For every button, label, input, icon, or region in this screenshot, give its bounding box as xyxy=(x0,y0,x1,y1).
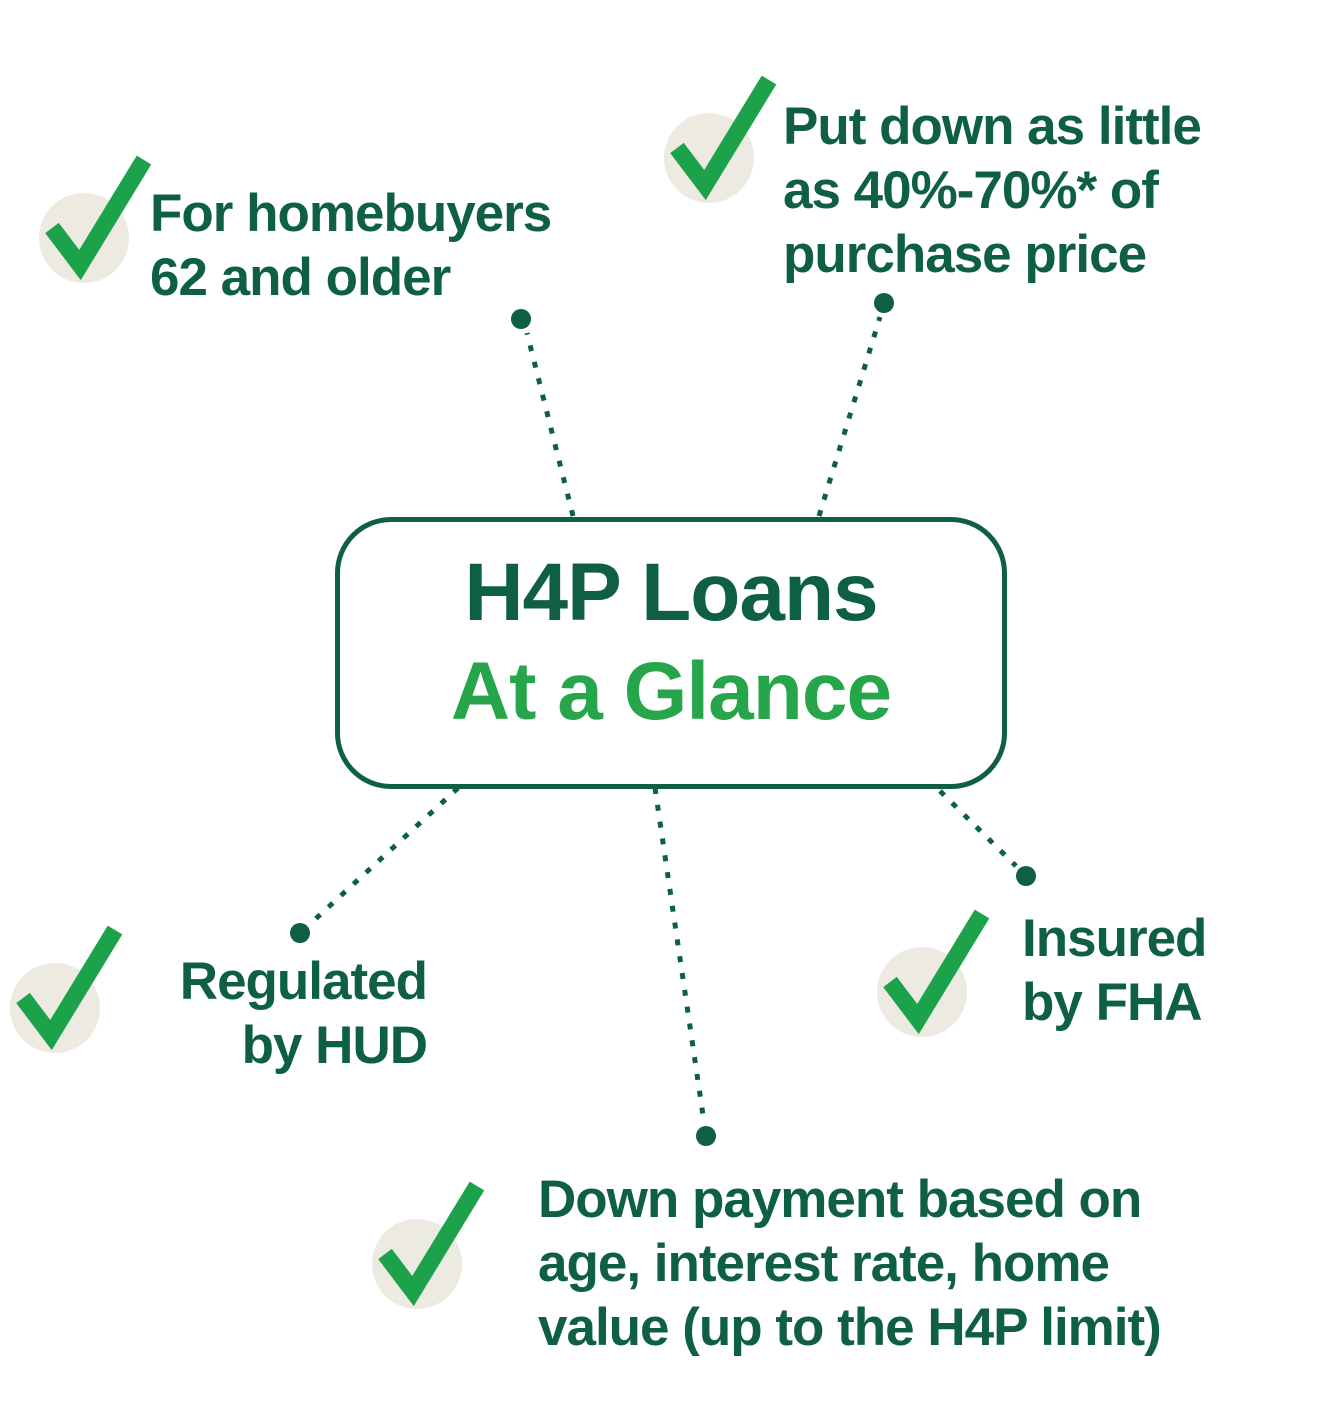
connector-dot-insured xyxy=(1016,866,1036,886)
check-glyph xyxy=(378,1181,485,1307)
connector-line-regulated xyxy=(308,786,460,926)
benefit-line: 62 and older xyxy=(150,248,451,307)
benefit-insured: Insured by FHA xyxy=(1022,907,1207,1035)
checkmark-icon xyxy=(10,925,123,1053)
benefit-homebuyers: For homebuyers 62 and older xyxy=(150,182,552,310)
connector-line-down-payment xyxy=(652,787,707,1123)
benefit-line: Put down as little xyxy=(783,97,1202,156)
benefit-down-payment: Down payment based on age, interest rate… xyxy=(538,1168,1162,1360)
benefit-down-as-little: Put down as little as 40%-70%* of purcha… xyxy=(783,95,1202,287)
connector-line-down-as-little xyxy=(816,316,883,517)
benefit-line: purchase price xyxy=(783,225,1147,284)
check-glyph xyxy=(883,909,990,1035)
title-box: H4P Loans At a Glance xyxy=(335,517,1007,789)
checkmark-icon xyxy=(877,909,990,1037)
checkmark-icon xyxy=(664,75,777,203)
benefit-line: by FHA xyxy=(1022,973,1203,1032)
benefit-line: Insured xyxy=(1022,909,1207,968)
connector-line-homebuyers xyxy=(524,332,576,517)
benefit-regulated: Regulated by HUD xyxy=(120,950,428,1078)
connector-dot-down-payment xyxy=(696,1126,716,1146)
title-line-2: At a Glance xyxy=(450,646,892,737)
checkmark-icon xyxy=(372,1181,485,1309)
connector-line-insured xyxy=(938,789,1018,868)
benefit-line: as 40%-70%* of xyxy=(783,161,1159,220)
connector-dot-homebuyers xyxy=(511,309,531,329)
benefit-line: Regulated xyxy=(179,952,428,1011)
check-glyph xyxy=(45,155,152,281)
benefit-line: Down payment based on xyxy=(538,1170,1142,1229)
title-line-1: H4P Loans xyxy=(464,547,878,638)
benefit-line: age, interest rate, home xyxy=(538,1234,1110,1293)
benefit-line: For homebuyers xyxy=(150,184,552,243)
connector-dot-down-as-little xyxy=(874,293,894,313)
benefit-line: value (up to the H4P limit) xyxy=(538,1298,1162,1357)
connector-dot-regulated xyxy=(290,923,310,943)
benefit-line: by HUD xyxy=(241,1016,428,1075)
checkmark-icon xyxy=(39,155,152,283)
check-glyph xyxy=(16,925,123,1051)
check-glyph xyxy=(670,75,777,201)
